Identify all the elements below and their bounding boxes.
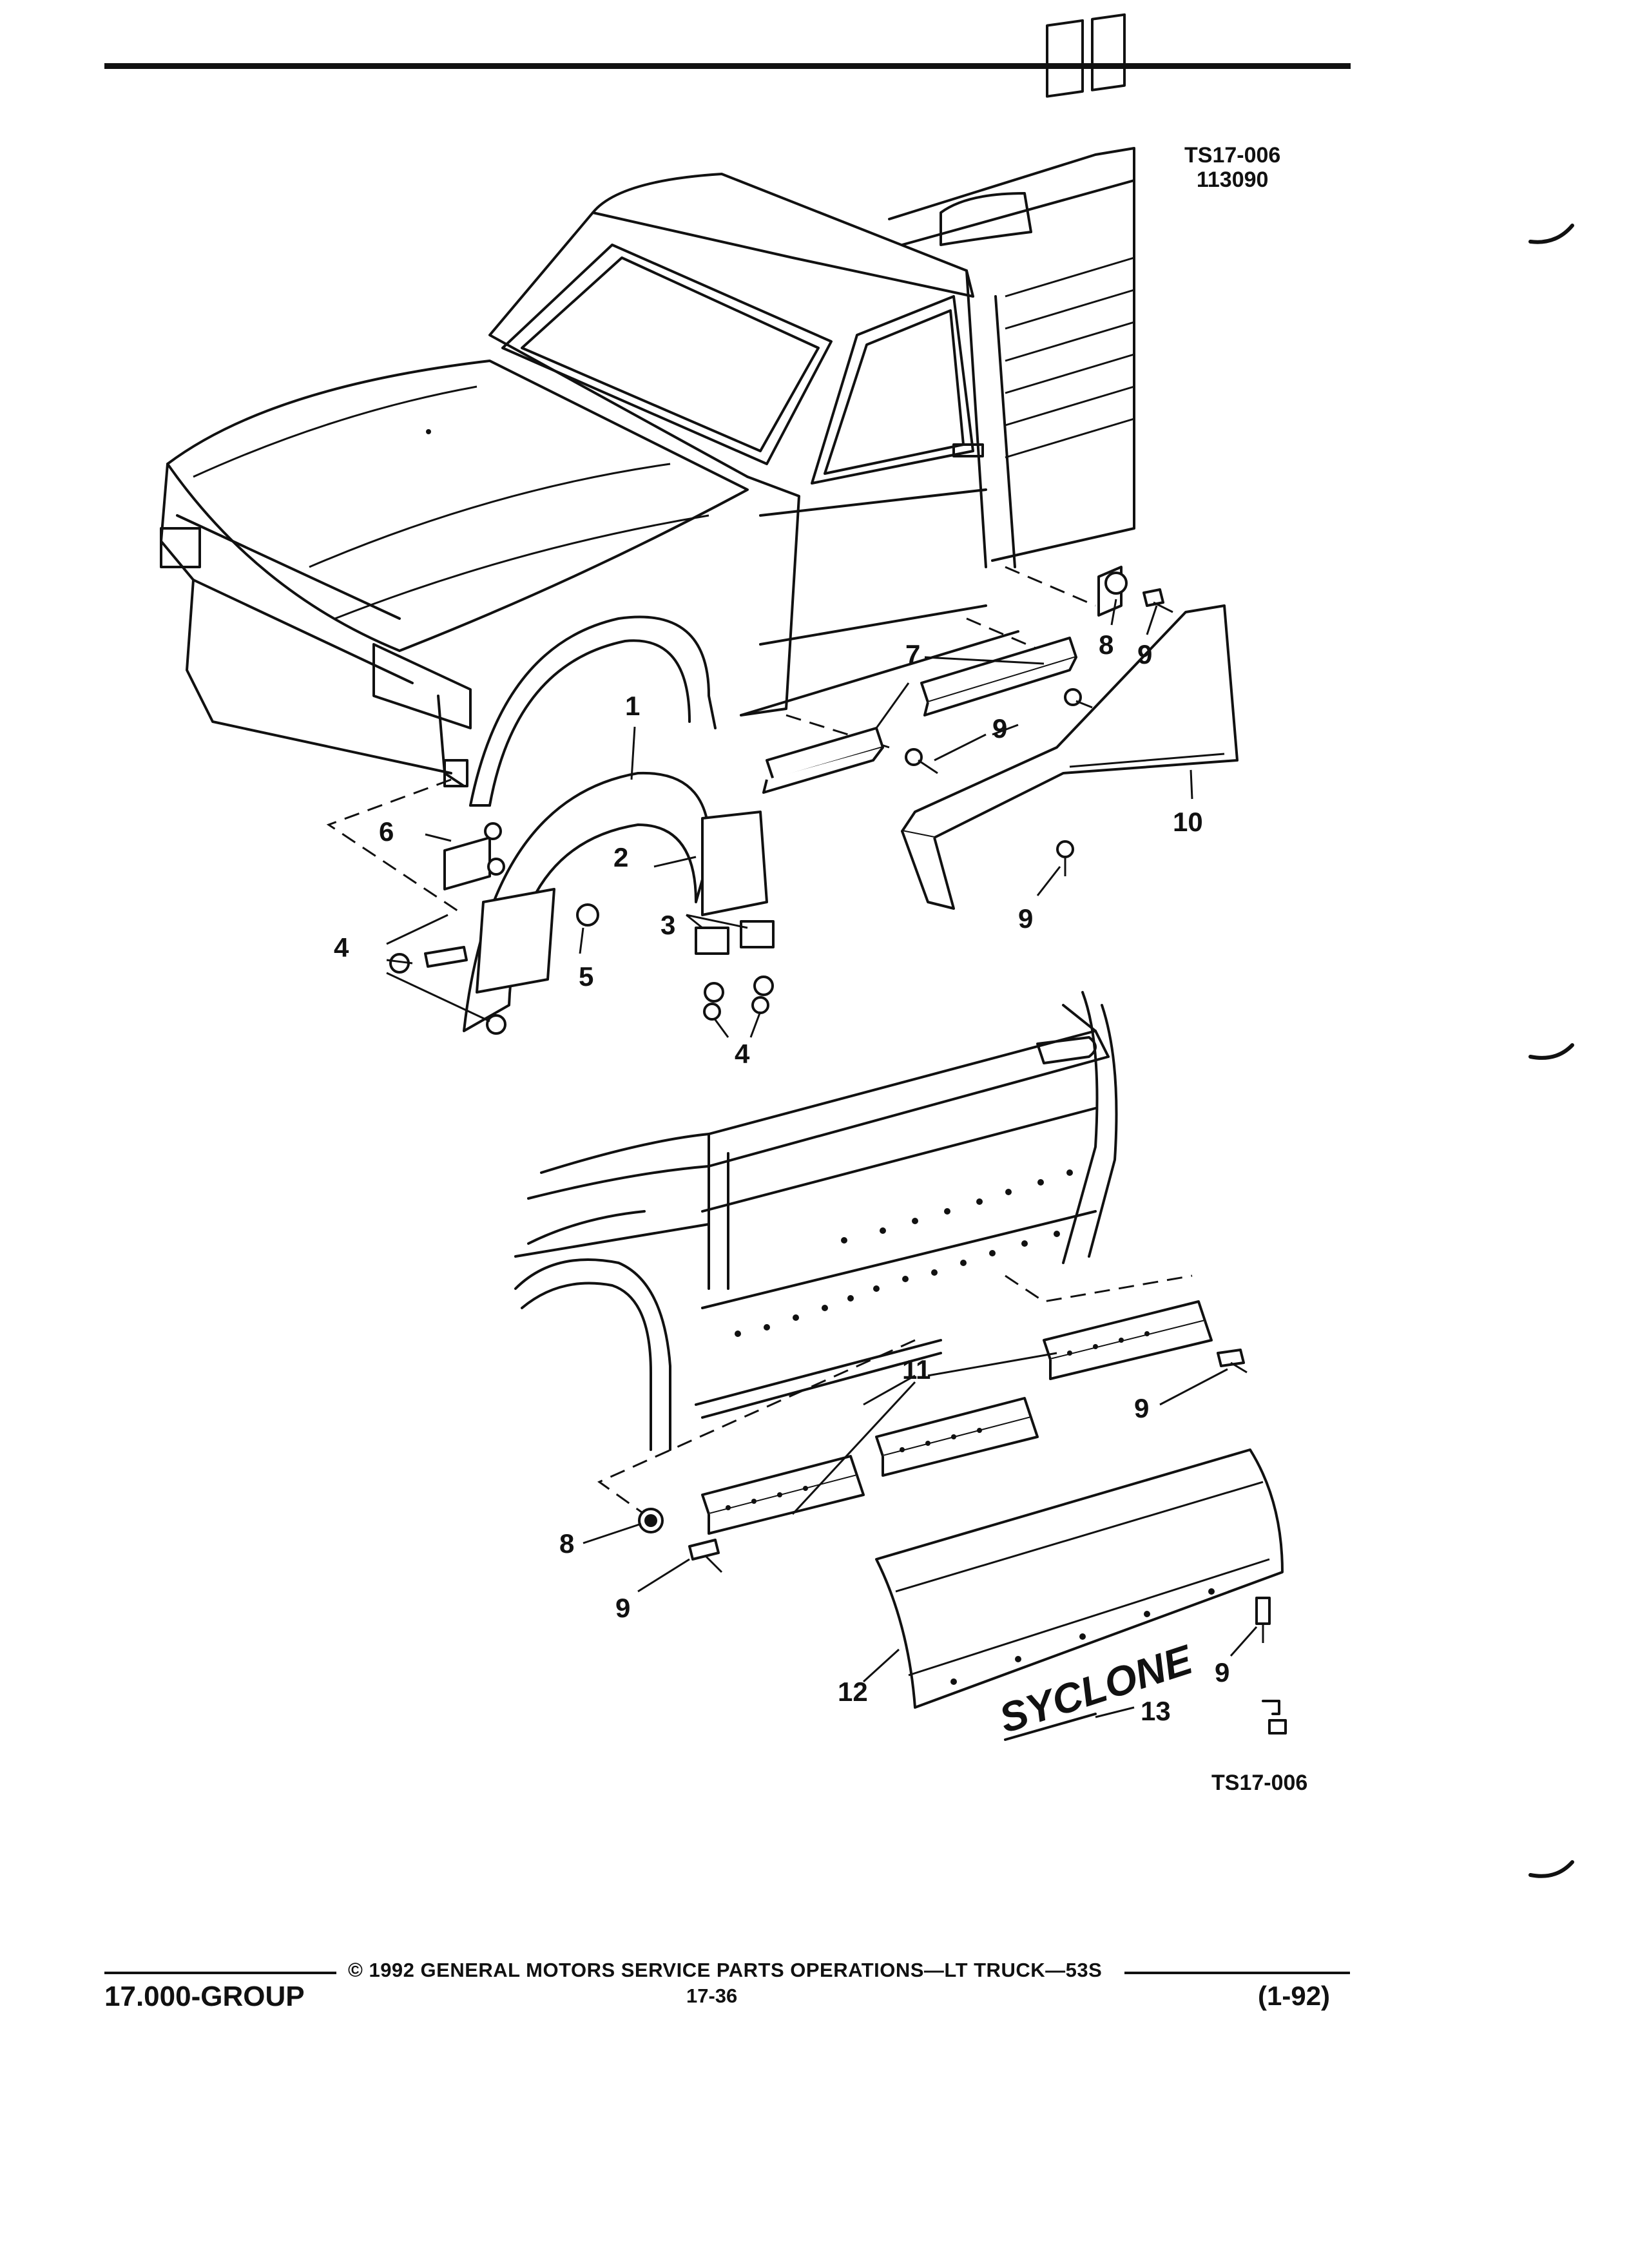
callout-9-e: 9 <box>615 1593 630 1623</box>
fasteners-lower <box>638 1349 1271 1643</box>
exploded-parts-diagram: SYCLONE 1 2 3 4 4 4 5 6 7 8 9 9 9 10 11 … <box>160 13 1287 1742</box>
callout-8-upper: 8 <box>1099 629 1113 660</box>
group-number: 17.000-GROUP <box>104 1981 305 2012</box>
retainer-and-clip-upper <box>1097 566 1173 617</box>
wheel-opening-flare <box>463 771 768 1032</box>
footer-rule-right <box>1124 1972 1350 1974</box>
lower-panel-brackets <box>701 1300 1213 1535</box>
top-rule <box>104 63 1351 69</box>
callout-4b: 4 <box>735 1039 750 1069</box>
callout-11: 11 <box>902 1354 930 1385</box>
figure-reference: TS17-006 113090 <box>1184 143 1280 192</box>
callout-13: 13 <box>1141 1696 1171 1726</box>
copyright-line: © 1992 GENERAL MOTORS SERVICE PARTS OPER… <box>348 1959 1103 1981</box>
panel-mounting-holes <box>735 1169 1073 1337</box>
callout-7: 7 <box>905 639 920 669</box>
margin-mark <box>1528 1860 1574 1878</box>
callout-4a: 4 <box>334 932 349 963</box>
truck-illustration <box>160 13 1135 807</box>
lower-body-view <box>514 991 1118 1451</box>
callout-1: 1 <box>625 691 640 721</box>
rocker-cladding-panel <box>875 1448 1284 1709</box>
margin-mark <box>1528 224 1574 244</box>
revision-date: (1-92) <box>1258 1981 1331 2011</box>
gm-mark-icon <box>1262 1700 1287 1735</box>
page-number: 17-36 <box>686 1984 738 2007</box>
leader-lines-lower <box>597 1274 1193 1515</box>
figure-code: TS17-006 <box>1184 143 1281 168</box>
figure-number: 113090 <box>1196 168 1269 192</box>
figure-code-bottom: TS17-006 <box>1211 1771 1308 1795</box>
callout-3: 3 <box>660 910 675 940</box>
callout-9-d: 9 <box>1134 1393 1149 1423</box>
footer-rule-left <box>104 1972 336 1974</box>
callout-leaders-lower <box>583 1352 1258 1718</box>
callout-5: 5 <box>579 961 593 992</box>
fasteners-upper <box>389 822 775 1035</box>
callout-9-c: 9 <box>1018 903 1033 934</box>
callout-labels: 1 2 3 4 4 4 5 6 7 8 9 9 9 10 11 8 9 9 12… <box>334 629 1229 1726</box>
callout-leaders-upper <box>386 599 1193 1038</box>
callout-9-f: 9 <box>1215 1657 1229 1687</box>
callout-9-b: 9 <box>992 713 1007 744</box>
callout-9-a: 9 <box>1137 639 1152 669</box>
rocker-brackets <box>762 637 1093 794</box>
bracket <box>443 836 491 890</box>
callout-12: 12 <box>838 1677 868 1707</box>
callout-6: 6 <box>379 816 394 847</box>
callout-10: 10 <box>1173 807 1203 837</box>
callout-2: 2 <box>613 842 628 872</box>
margin-mark <box>1528 1043 1574 1060</box>
callout-8-lower: 8 <box>559 1528 574 1559</box>
rear-quarter-lower-panel <box>901 604 1239 910</box>
